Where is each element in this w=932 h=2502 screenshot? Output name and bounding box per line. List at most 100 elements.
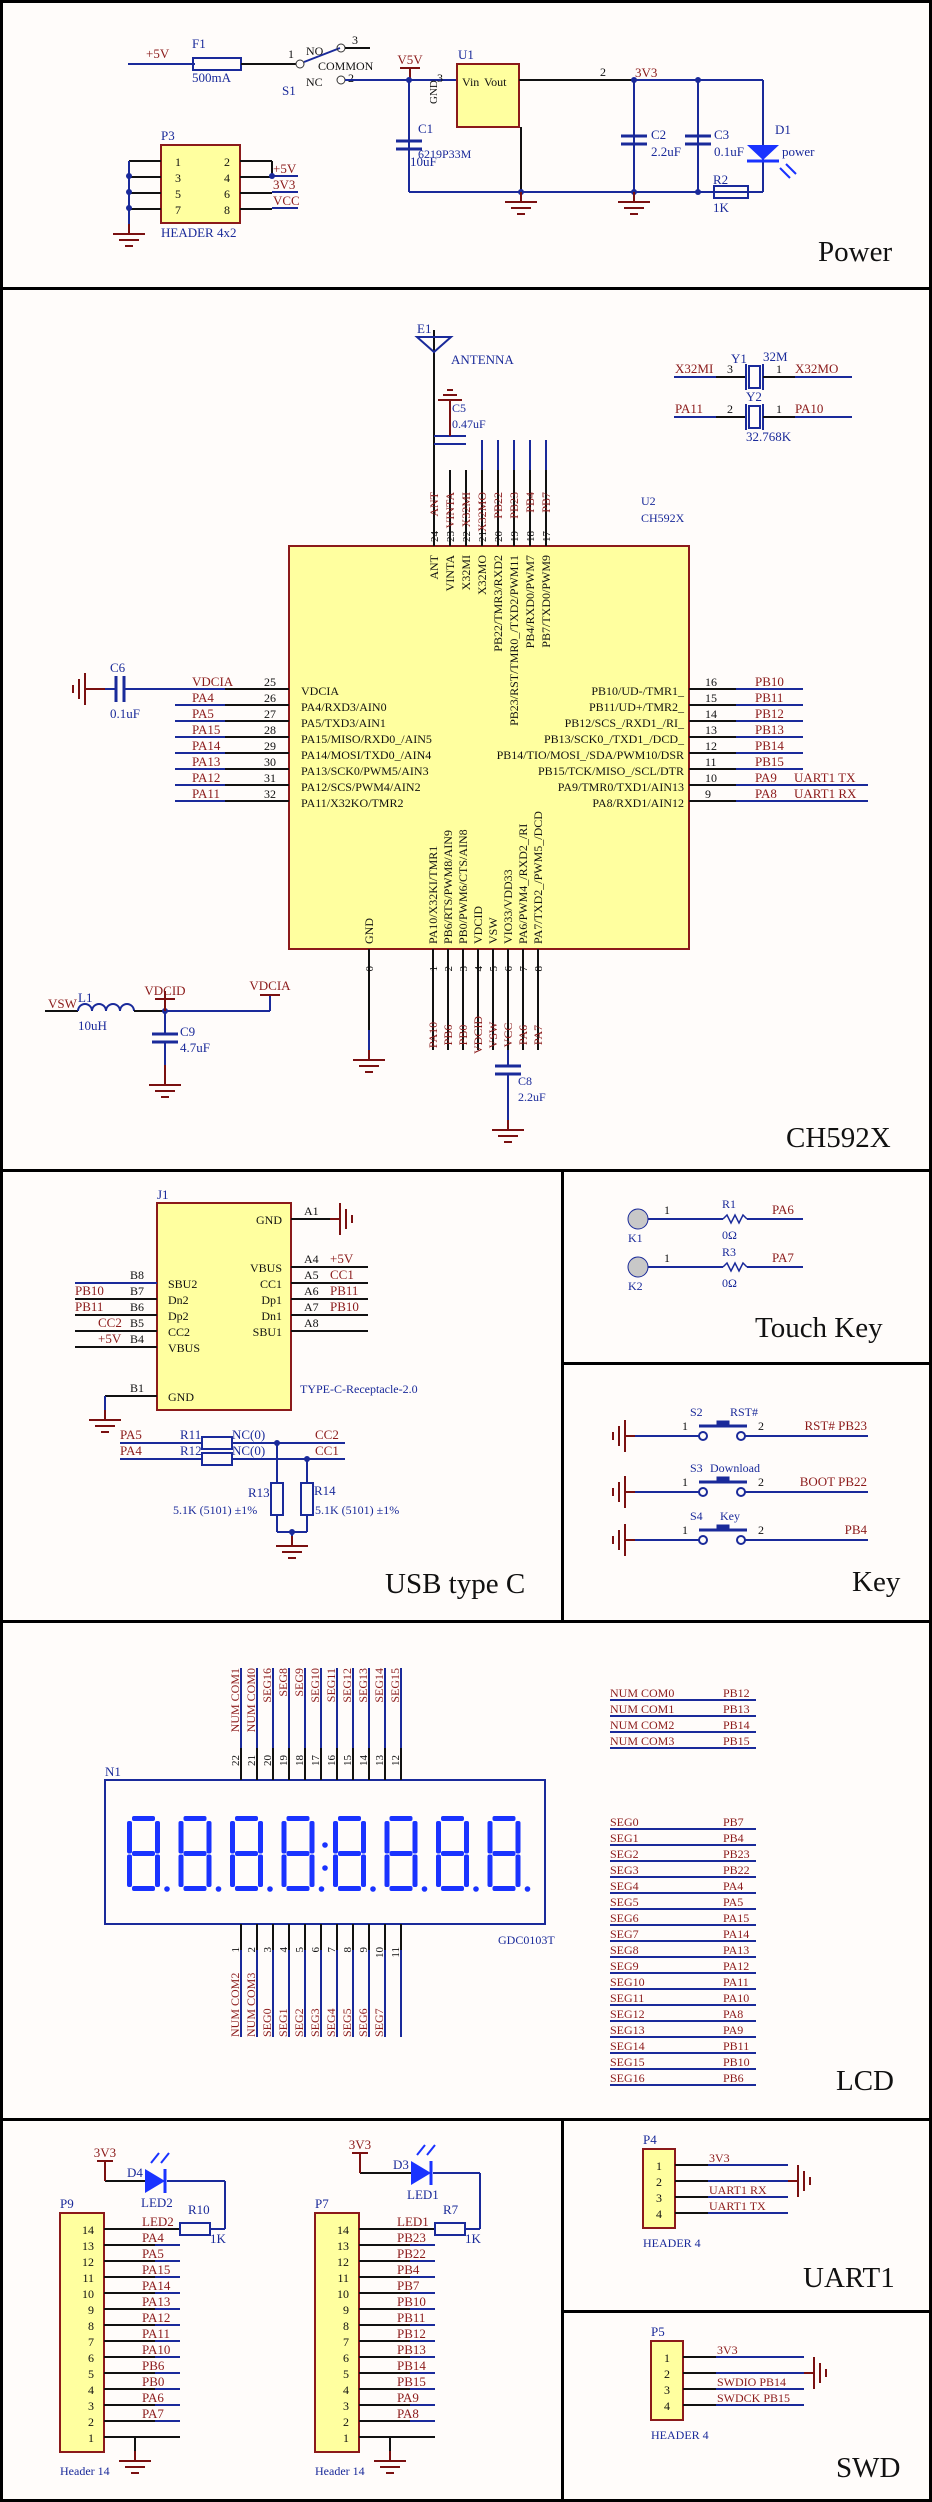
lcd-top-pin-net: SEG16	[260, 1668, 274, 1703]
c6-value: 0.1uF	[110, 706, 140, 721]
led-d4-icon	[145, 2169, 165, 2193]
usb-right-pin-number: A4	[304, 1252, 319, 1266]
lcd-top-pin-number: 18	[294, 1755, 306, 1767]
mcu-left-pin-net: PA14	[192, 738, 221, 753]
lcd-seg-map-pin: PA13	[723, 1943, 749, 1957]
key-ref: S4	[690, 1509, 703, 1523]
lcd-decimal-point	[473, 1886, 479, 1892]
switch-label-common: COMMON	[318, 59, 374, 73]
lcd-top-pin-net: SEG8	[276, 1668, 290, 1697]
mcu-left-pin-function: VDCIA	[301, 684, 339, 698]
touch-pad-ref: K2	[628, 1279, 643, 1293]
uart-header-pin-number: 2	[656, 2175, 662, 2189]
mcu-left-pin-number: 28	[264, 723, 276, 737]
c1-ref: C1	[418, 121, 433, 136]
mcu-left-pin-number: 25	[264, 675, 276, 689]
usb-cc-res-value: NC(0)	[232, 1427, 265, 1442]
lcd-segment	[309, 1854, 315, 1887]
header14-pin-number: 10	[337, 2287, 349, 2301]
lcd-bottom-pin-number: 1	[230, 1947, 242, 1953]
mcu-left-pin-function: PA11/X32KO/TMR2	[301, 796, 403, 810]
crystal-y1-ref: Y1	[731, 351, 747, 366]
lcd-segment	[361, 1821, 366, 1854]
header14-led-label: LED2	[141, 2195, 173, 2210]
header14-pin-number: 11	[337, 2271, 349, 2285]
resistor-r10	[179, 2222, 211, 2236]
lcd-top-pin-net: NUM COM1	[228, 1668, 242, 1732]
header-p3-pin-left: 5	[175, 187, 181, 201]
lcd-top-pin-net: SEG14	[372, 1668, 386, 1703]
header14-ref: P7	[315, 2196, 329, 2211]
header14-pin-number: 11	[82, 2271, 94, 2285]
mcu-right-pin-number: 14	[705, 707, 717, 721]
lcd-seg-map-pin: PB10	[723, 2055, 750, 2069]
uart-header-part: HEADER 4	[643, 2236, 701, 2250]
lcd-seg-map-name: SEG6	[610, 1911, 639, 1925]
section-title-power: Power	[818, 236, 893, 268]
header14-net-label: PB22	[397, 2246, 426, 2261]
section-swd	[561, 2310, 932, 2502]
lcd-top-pin-net: SEG12	[340, 1668, 354, 1703]
usb-cc-res-ref: R11	[180, 1427, 201, 1442]
lcd-bottom-pin-net: NUM COM2	[228, 1973, 242, 2037]
uart-header-pin-number: 3	[656, 2191, 662, 2205]
header14-net-label: PA6	[142, 2390, 164, 2405]
header14-ref: P9	[60, 2196, 74, 2211]
switch-contact-nc	[336, 75, 346, 85]
crystal-y2-pin-right: 1	[776, 402, 782, 416]
c2-value: 2.2uF	[651, 144, 681, 159]
header14-net-label: PB15	[397, 2374, 426, 2389]
r13-value: 5.1K (5101) ±1%	[173, 1503, 257, 1517]
lcd-segment	[183, 1886, 207, 1891]
header14-pin-number: 3	[343, 2399, 349, 2413]
lcd-segment	[389, 1851, 413, 1856]
usb-right-gnd-pin: A1	[304, 1204, 319, 1218]
mcu-bottom-pin-net: PB6	[441, 1025, 455, 1046]
usb-cc-net-left: PA5	[120, 1427, 142, 1442]
inductor-coil	[105, 1003, 121, 1012]
mcu-right-pin-alias: UART1 TX	[794, 770, 856, 785]
header14-res-value: 1K	[465, 2231, 482, 2246]
mcu-top-pin-number: 21	[477, 531, 489, 542]
lcd-segment	[230, 1854, 235, 1887]
swd-header-pin-number: 4	[664, 2399, 670, 2413]
header14-pin-number: 8	[343, 2319, 349, 2333]
header14-pin-number: 1	[88, 2431, 94, 2445]
resistor-r12	[201, 1452, 233, 1466]
resistor-r11	[201, 1436, 233, 1450]
mcu-bottom-pin-number: 3	[458, 966, 470, 972]
header14-pin-number: 10	[82, 2287, 94, 2301]
usb-right-gnd-name: GND	[256, 1213, 282, 1227]
led-ray	[416, 2144, 426, 2156]
touch-pin: 1	[664, 1203, 670, 1217]
header14-net-label: PA9	[397, 2390, 419, 2405]
resistor-r14	[300, 1482, 314, 1516]
header14-net-label: PA8	[397, 2406, 419, 2421]
lcd-top-pin-net: SEG13	[356, 1668, 370, 1703]
lcd-seg-map-pin: PA10	[723, 1991, 749, 2005]
lcd-bottom-pin-net: SEG7	[372, 2008, 386, 2037]
usb-left-pin-number: B7	[130, 1284, 144, 1298]
header-p3-pin-left: 7	[175, 203, 181, 217]
swd-header-net-label: 3V3	[717, 2343, 738, 2357]
lcd-seg-map-name: SEG14	[610, 2039, 645, 2053]
lcd-segment	[206, 1854, 212, 1887]
lcd-segment	[515, 1821, 521, 1854]
r14-ref: R14	[314, 1483, 336, 1498]
lcd-bottom-pin-number: 8	[342, 1947, 354, 1953]
lcd-segment	[206, 1821, 212, 1854]
led-ray	[160, 2152, 170, 2164]
header14-pin-number: 4	[88, 2383, 94, 2397]
key-label: RST#	[730, 1405, 758, 1419]
crystal-y1-icon	[748, 365, 761, 389]
header14-pin-number: 13	[337, 2239, 349, 2253]
header14-pin-number: 12	[82, 2255, 94, 2269]
mcu-bottom-pin-number: 1	[428, 966, 440, 972]
mcu-left-pin-number: 32	[264, 787, 276, 801]
section-title-lcd: LCD	[836, 2065, 894, 2097]
mcu-top-pin-net: X32MO	[475, 492, 489, 532]
touch-pin: 1	[664, 1251, 670, 1265]
switch-pin3: 3	[352, 33, 358, 47]
mcu-top-pin-function: PB23/RST/TMR0_/TXD2/PWM11	[507, 555, 521, 726]
